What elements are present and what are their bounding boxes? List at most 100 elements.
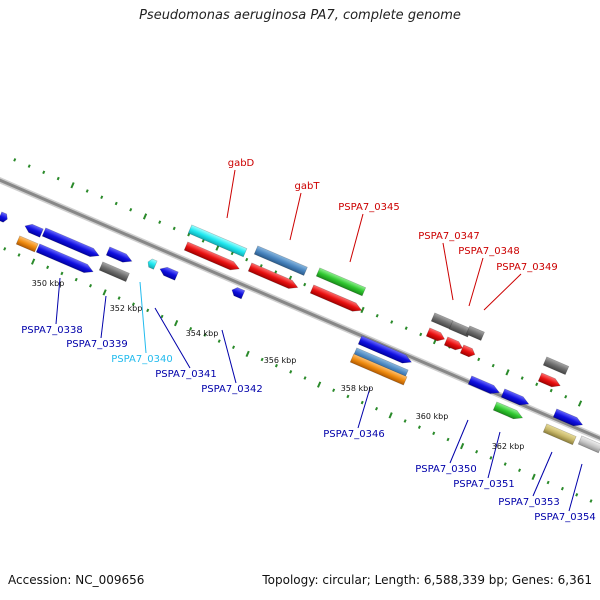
map-title: Pseudomonas aeruginosa PA7, complete gen…	[139, 8, 461, 23]
tick-mark	[575, 493, 579, 497]
tick-mark	[131, 302, 135, 306]
gene-arrow	[448, 320, 472, 338]
gene-arrow	[187, 224, 248, 258]
gene-arrow	[577, 435, 600, 454]
tick-mark	[85, 189, 89, 193]
gene-label-PSPA7_0353: PSPA7_0353	[498, 497, 559, 508]
gene-label-PSPA7_0339: PSPA7_0339	[66, 339, 127, 350]
tick-mark	[232, 345, 236, 350]
leader-line	[449, 419, 469, 464]
gene-arrow	[41, 227, 100, 257]
gene-arrow	[247, 262, 299, 289]
gene-arrow	[159, 266, 179, 281]
tick-mark	[102, 289, 107, 296]
topology-label: Topology: circular; Length: 6,588,339 bp…	[262, 573, 592, 587]
gene-features	[0, 211, 600, 454]
tick-mark	[174, 319, 179, 327]
leader-line	[139, 281, 147, 354]
tick-mark	[489, 456, 493, 460]
tick-marks-lower	[3, 247, 593, 503]
scale-label: 360 kbp	[416, 412, 449, 421]
tick-mark	[146, 308, 150, 313]
gene-arrow	[492, 401, 524, 420]
accession-label: Accession: NC_009656	[8, 573, 145, 587]
tick-marks-upper	[13, 158, 583, 407]
tick-mark	[564, 395, 568, 399]
label-leader-lines	[55, 169, 583, 512]
gene-arrow	[443, 336, 463, 351]
tick-mark	[520, 376, 524, 380]
tick-mark	[160, 314, 164, 319]
tick-mark	[577, 400, 583, 407]
gene-label-PSPA7_0347: PSPA7_0347	[418, 231, 479, 242]
leader-line	[357, 387, 371, 429]
scale-label: 356 kbp	[264, 356, 297, 365]
genome-backbone	[0, 177, 600, 442]
leader-line	[483, 273, 522, 311]
gene-label-gabD: gabD	[228, 158, 255, 169]
tick-mark	[549, 388, 553, 393]
gene-arrow	[0, 211, 8, 223]
tick-mark	[375, 406, 379, 411]
tick-mark	[403, 419, 407, 423]
tick-mark	[13, 158, 17, 162]
gene-arrow	[500, 388, 530, 406]
leader-line	[154, 307, 191, 369]
scale-label: 362 kbp	[492, 442, 525, 451]
tick-mark	[245, 350, 250, 357]
gene-label-PSPA7_0338: PSPA7_0338	[21, 325, 82, 336]
tick-mark	[172, 226, 176, 231]
tick-mark	[419, 332, 423, 337]
gene-label-PSPA7_0351: PSPA7_0351	[453, 479, 514, 490]
tick-mark	[531, 473, 536, 480]
tick-mark	[535, 382, 539, 387]
tick-mark	[17, 253, 21, 257]
gene-arrow	[542, 423, 577, 446]
gene-label-PSPA7_0340: PSPA7_0340	[111, 354, 172, 365]
gene-label-PSPA7_0342: PSPA7_0342	[201, 384, 262, 395]
gene-arrow	[183, 241, 240, 271]
gene-arrow	[459, 344, 476, 358]
tick-mark	[260, 357, 264, 362]
tick-mark	[142, 213, 148, 220]
leader-line	[532, 451, 553, 497]
leader-line	[226, 169, 236, 219]
gene-arrow	[231, 287, 246, 300]
tick-mark	[158, 220, 162, 224]
leader-line	[100, 295, 107, 339]
gene-arrow	[467, 375, 500, 394]
tick-mark	[114, 201, 118, 206]
tick-mark	[117, 296, 121, 300]
tick-mark	[360, 400, 364, 405]
tick-mark	[546, 480, 550, 485]
tick-mark	[432, 431, 436, 436]
tick-mark	[74, 277, 78, 282]
gene-arrow	[349, 353, 408, 386]
tick-mark	[100, 195, 104, 200]
gene-arrow	[430, 312, 454, 330]
gene-arrow	[465, 325, 485, 341]
tick-mark	[46, 265, 50, 270]
leader-line	[55, 277, 61, 325]
gene-arrow	[147, 258, 158, 270]
gene-arrow	[309, 284, 363, 312]
tick-mark	[27, 164, 31, 168]
tick-mark	[217, 339, 221, 343]
scale-label: 358 kbp	[341, 384, 374, 393]
gene-label-PSPA7_0348: PSPA7_0348	[458, 246, 519, 257]
tick-mark	[189, 327, 193, 331]
gene-arrow	[425, 327, 445, 342]
leader-line	[487, 431, 501, 479]
tick-mark	[201, 239, 205, 243]
tick-mark	[289, 370, 293, 374]
gene-arrow	[35, 243, 94, 273]
tick-mark	[417, 425, 421, 429]
gene-arrow	[98, 261, 130, 282]
gene-labels: gabDgabTPSPA7_0345PSPA7_0347PSPA7_0348PS…	[21, 158, 595, 523]
leader-line	[289, 192, 302, 241]
gene-arrow	[105, 246, 133, 263]
tick-mark	[505, 369, 510, 376]
leader-line	[442, 242, 454, 301]
